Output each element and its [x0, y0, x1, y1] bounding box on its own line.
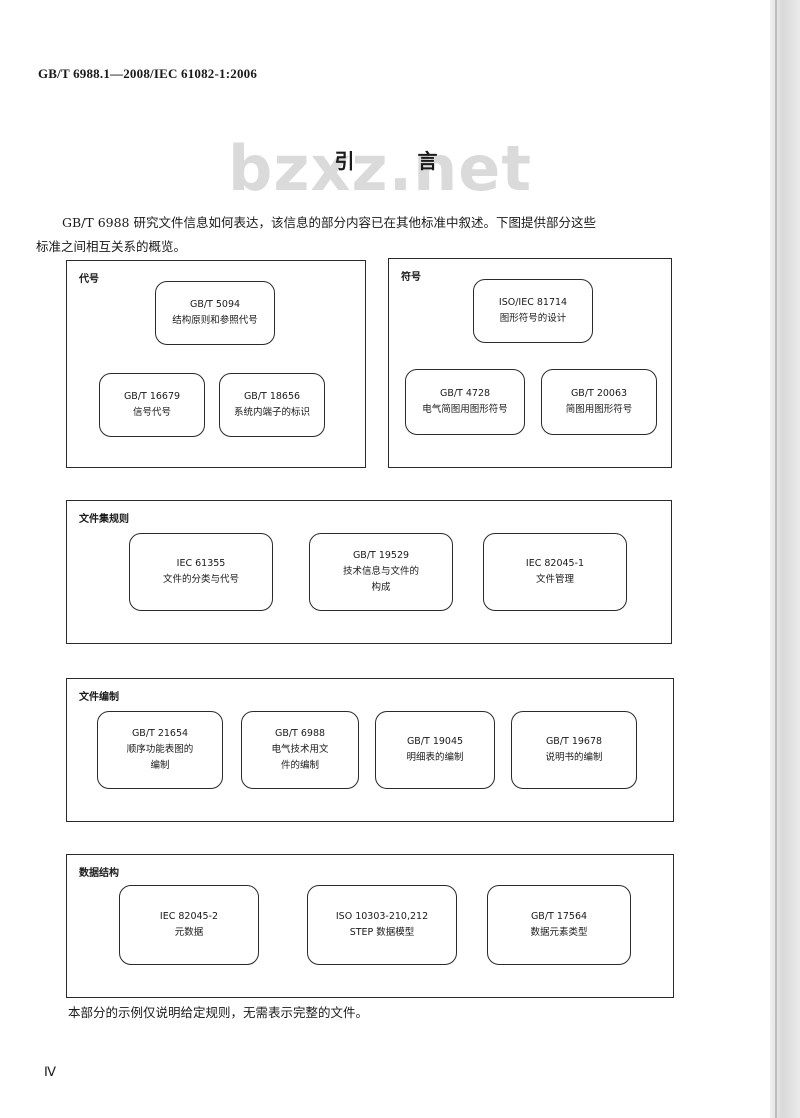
intro-line-1: GB/T 6988 研究文件信息如何表达，该信息的部分内容已在其他标准中叙述。下…	[62, 215, 596, 230]
group-title: 符号	[401, 272, 421, 283]
standard-name: 数据元素类型	[530, 927, 588, 938]
standard-code: GB/T 6988	[274, 728, 326, 739]
standard-code: IEC 82045-2	[159, 911, 219, 922]
standard-node: IEC 82045-2 元数据	[119, 885, 259, 965]
standard-node: GB/T 19529 技术信息与文件的 构成	[309, 533, 453, 611]
standard-name-cont: 件的编制	[280, 760, 319, 771]
standard-node: GB/T 21654 顺序功能表图的 编制	[97, 711, 223, 789]
standard-name: 电气简图用图形符号	[422, 404, 508, 415]
standard-code: GB/T 19678	[545, 736, 603, 747]
standard-node: GB/T 19045 明细表的编制	[375, 711, 495, 789]
standard-name: 技术信息与文件的	[342, 566, 419, 577]
standard-header: GB/T 6988.1—2008/IEC 61082-1:2006	[38, 66, 258, 81]
standard-node: GB/T 19678 说明书的编制	[511, 711, 637, 789]
standard-code: GB/T 20063	[570, 388, 628, 399]
standard-code: GB/T 21654	[131, 728, 189, 739]
group-title: 数据结构	[79, 868, 119, 879]
standard-node: GB/T 4728 电气简图用图形符号	[405, 369, 525, 435]
page-edge-shadow	[770, 0, 800, 1118]
standard-name: 顺序功能表图的	[126, 744, 194, 755]
standard-name: 明细表的编制	[406, 752, 464, 763]
standard-code: ISO 10303-210,212	[335, 911, 429, 922]
standard-name: 元数据	[174, 927, 204, 938]
standard-code: IEC 61355	[176, 558, 226, 569]
standard-name-cont: 编制	[150, 760, 170, 771]
group-symbol: 符号 ISO/IEC 81714 图形符号的设计 GB/T 4728 电气简图用…	[388, 258, 672, 468]
standard-node: ISO 10303-210,212 STEP 数据模型	[307, 885, 457, 965]
standard-code: GB/T 17564	[530, 911, 588, 922]
group-document-preparation: 文件编制 GB/T 21654 顺序功能表图的 编制 GB/T 6988 电气技…	[66, 678, 674, 822]
page-number: Ⅳ	[44, 1064, 56, 1079]
standard-code: GB/T 19529	[352, 550, 410, 561]
standard-code: IEC 82045-1	[525, 558, 585, 569]
standard-node: GB/T 18656 系统内端子的标识	[219, 373, 325, 437]
standard-name: 结构原则和参照代号	[172, 315, 258, 326]
standard-code: GB/T 19045	[406, 736, 464, 747]
standard-node: GB/T 20063 简图用图形符号	[541, 369, 657, 435]
group-title: 文件集规则	[79, 514, 129, 525]
group-title: 代号	[79, 274, 99, 285]
standard-node: GB/T 6988 电气技术用文 件的编制	[241, 711, 359, 789]
standard-node: IEC 82045-1 文件管理	[483, 533, 627, 611]
intro-paragraph: GB/T 6988 研究文件信息如何表达，该信息的部分内容已在其他标准中叙述。下…	[36, 211, 726, 259]
standard-code: GB/T 16679	[123, 391, 181, 402]
standard-node: IEC 61355 文件的分类与代号	[129, 533, 273, 611]
page-title: 引 言	[334, 149, 466, 173]
intro-line-2: 标准之间相互关系的概览。	[36, 239, 187, 254]
standard-name: 电气技术用文	[271, 744, 329, 755]
standard-name-cont: 构成	[371, 582, 391, 593]
standard-name: 文件管理	[535, 574, 574, 585]
group-document-set-rules: 文件集规则 IEC 61355 文件的分类与代号 GB/T 19529 技术信息…	[66, 500, 672, 644]
standard-name: 图形符号的设计	[499, 313, 567, 324]
standard-name: STEP 数据模型	[349, 927, 415, 938]
standard-node: GB/T 17564 数据元素类型	[487, 885, 631, 965]
standard-name: 简图用图形符号	[565, 404, 633, 415]
standard-node: GB/T 5094 结构原则和参照代号	[155, 281, 275, 345]
standard-name: 信号代号	[132, 407, 171, 418]
standard-name: 系统内端子的标识	[233, 407, 310, 418]
footer-note: 本部分的示例仅说明给定规则，无需表示完整的文件。	[68, 1005, 369, 1020]
standard-code: GB/T 5094	[189, 299, 241, 310]
standard-code: GB/T 4728	[439, 388, 491, 399]
standard-node: ISO/IEC 81714 图形符号的设计	[473, 279, 593, 343]
group-code: 代号 GB/T 5094 结构原则和参照代号 GB/T 16679 信号代号 G…	[66, 260, 366, 468]
standard-name: 文件的分类与代号	[162, 574, 239, 585]
group-data-structure: 数据结构 IEC 82045-2 元数据 ISO 10303-210,212 S…	[66, 854, 674, 998]
standard-name: 说明书的编制	[545, 752, 603, 763]
watermark: bzxz.net	[228, 132, 532, 205]
standard-code: GB/T 18656	[243, 391, 301, 402]
standard-code: ISO/IEC 81714	[498, 297, 568, 308]
standard-node: GB/T 16679 信号代号	[99, 373, 205, 437]
group-title: 文件编制	[79, 692, 119, 703]
